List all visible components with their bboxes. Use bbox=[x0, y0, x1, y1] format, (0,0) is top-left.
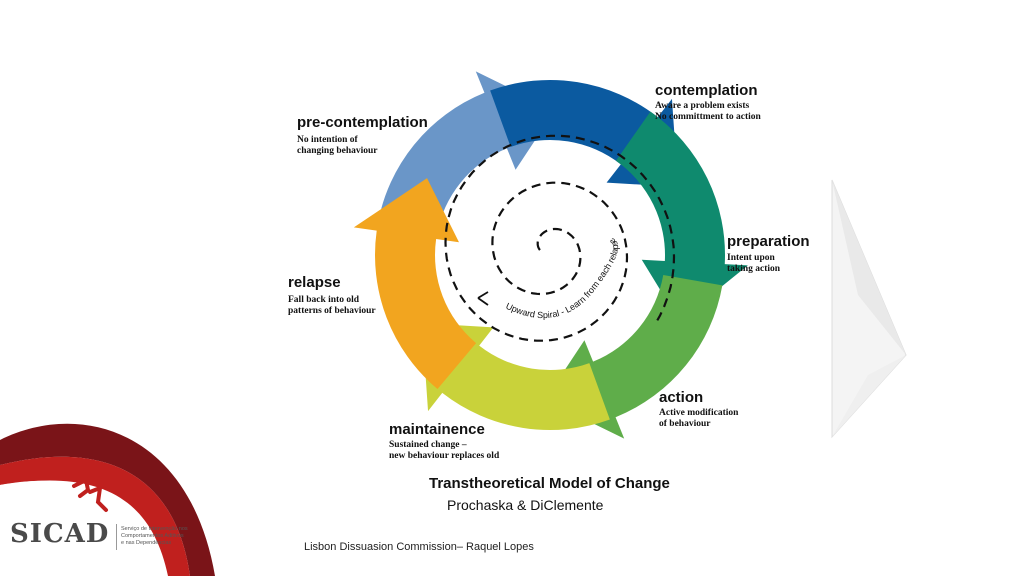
model-subtitle: Prochaska & DiClemente bbox=[447, 497, 604, 513]
stage-desc: Fall back into old patterns of behaviour bbox=[288, 295, 376, 317]
stage-label-action: action Active modification of behaviour bbox=[659, 389, 738, 430]
stage-title: action bbox=[659, 389, 704, 406]
stage-desc-line: No committment to action bbox=[655, 112, 761, 122]
stage-label-maintainence: maintainence Sustained change – new beha… bbox=[389, 421, 499, 462]
stage-desc: Sustained change – new behaviour replace… bbox=[389, 440, 499, 462]
stage-desc-line: of behaviour bbox=[659, 419, 711, 429]
spiral-dashed-line bbox=[444, 134, 676, 342]
stage-title: maintainence bbox=[389, 421, 485, 438]
corner-swoosh bbox=[0, 423, 215, 576]
stage-desc-line: No intention of bbox=[297, 135, 358, 145]
decorative-fold bbox=[831, 179, 907, 439]
stage-title: relapse bbox=[288, 274, 341, 291]
stage-label-preparation: preparation Intent upon taking action bbox=[727, 233, 810, 275]
logo-subtitle-line: Serviço de Intervenção nos bbox=[121, 526, 188, 532]
stage-title: contemplation bbox=[655, 82, 758, 99]
stage-desc-line: changing behaviour bbox=[297, 146, 378, 156]
logo-divider bbox=[116, 524, 117, 550]
stage-desc: Intent upon taking action bbox=[727, 253, 810, 275]
cycle-diagram: Upward Spiral - Learn from each relapse bbox=[353, 71, 748, 439]
stage-desc-line: patterns of behaviour bbox=[288, 306, 376, 316]
logo-name: SICAD bbox=[10, 519, 110, 549]
sicad-logo: SICAD Serviço de Intervenção nos Comport… bbox=[10, 468, 200, 558]
spiral-arrowhead-icon bbox=[477, 291, 489, 306]
stage-desc-line: new behaviour replaces old bbox=[389, 451, 500, 461]
stage-desc: Active modification of behaviour bbox=[659, 408, 738, 430]
stage-desc: Aware a problem exists No committment to… bbox=[655, 101, 761, 123]
stage-desc: No intention of changing behaviour bbox=[297, 135, 428, 157]
footer-caption: Lisbon Dissuasion Commission– Raquel Lop… bbox=[304, 541, 534, 553]
stage-desc-line: Sustained change – bbox=[389, 440, 467, 450]
stage-title: preparation bbox=[727, 233, 810, 250]
stage-desc-line: Fall back into old bbox=[288, 295, 359, 305]
logo-subtitle: Serviço de Intervenção nos Comportamento… bbox=[121, 526, 188, 547]
stage-desc-line: Intent upon bbox=[727, 253, 775, 263]
stage-desc-line: Active modification bbox=[659, 408, 739, 418]
model-title: Transtheoretical Model of Change bbox=[429, 475, 670, 492]
stage-desc-line: Aware a problem exists bbox=[655, 101, 750, 111]
stage-label-relapse: relapse Fall back into old patterns of b… bbox=[288, 274, 376, 317]
stage-title: pre-contemplation bbox=[297, 114, 428, 131]
figure-icon bbox=[72, 470, 108, 512]
logo-subtitle-line: e nas Dependências bbox=[121, 540, 172, 546]
stage-desc-line: taking action bbox=[727, 264, 781, 274]
cycle-arrow-preparation bbox=[615, 111, 748, 321]
stage-label-pre-contemplation: pre-contemplation No intention of changi… bbox=[297, 114, 428, 157]
spiral-label: Upward Spiral - Learn from each relapse bbox=[504, 236, 620, 320]
stage-label-contemplation: contemplation Aware a problem exists No … bbox=[655, 82, 761, 123]
logo-subtitle-line: Comportamentos Aditivos bbox=[121, 533, 184, 539]
